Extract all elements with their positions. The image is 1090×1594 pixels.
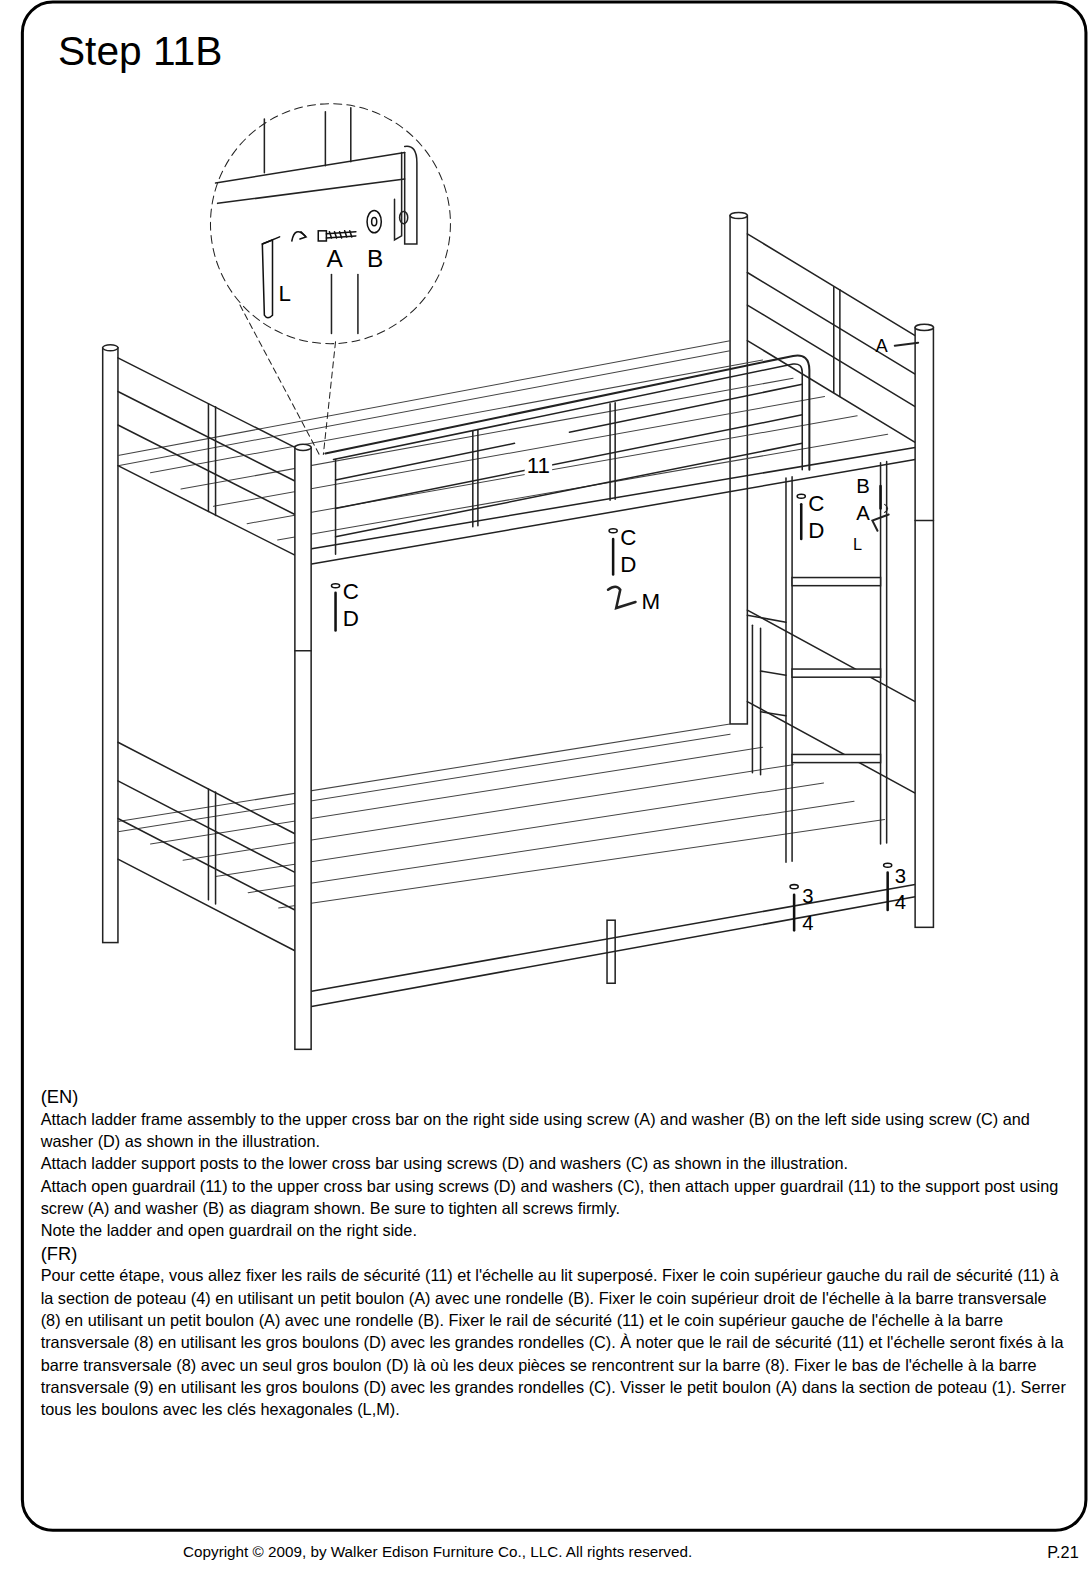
callout-label: 4: [895, 892, 906, 912]
callout-label: C: [343, 581, 359, 603]
instruction-text: Attach ladder frame assembly to the uppe…: [41, 1108, 1070, 1153]
callout-label: A: [326, 247, 342, 271]
callout-label: B: [367, 247, 383, 271]
instruction-text: Attach open guardrail (11) to the upper …: [41, 1175, 1070, 1220]
callout-label: C: [808, 493, 824, 515]
callout-label: A: [875, 337, 887, 355]
callout-label: 3: [802, 886, 813, 906]
callout-label: A: [856, 502, 870, 522]
instruction-text: Note the ladder and open guardrail on th…: [41, 1220, 1070, 1242]
callout-label: 4: [802, 913, 813, 933]
lang-heading: (FR): [41, 1243, 1070, 1265]
instruction-text: Pour cette étape, vous allez fixer les r…: [41, 1265, 1070, 1422]
page-number: P.21: [1047, 1545, 1078, 1561]
callout-label: D: [620, 554, 636, 576]
step-title: Step 11B: [58, 31, 222, 72]
instruction-text: Attach ladder support posts to the lower…: [41, 1153, 1070, 1175]
copyright-note: Copyright © 2009, by Walker Edison Furni…: [183, 1544, 692, 1559]
callout-label: C: [620, 527, 636, 549]
callout-label: M: [642, 591, 661, 613]
callout-label: L: [279, 283, 291, 305]
lang-heading: (EN): [41, 1086, 1070, 1108]
callout-label: 3: [895, 865, 906, 885]
callout-label: B: [856, 476, 870, 496]
callout-label: D: [343, 608, 359, 630]
callout-label: 11: [525, 455, 552, 477]
callout-label: L: [853, 537, 862, 553]
callout-label: D: [808, 520, 824, 542]
